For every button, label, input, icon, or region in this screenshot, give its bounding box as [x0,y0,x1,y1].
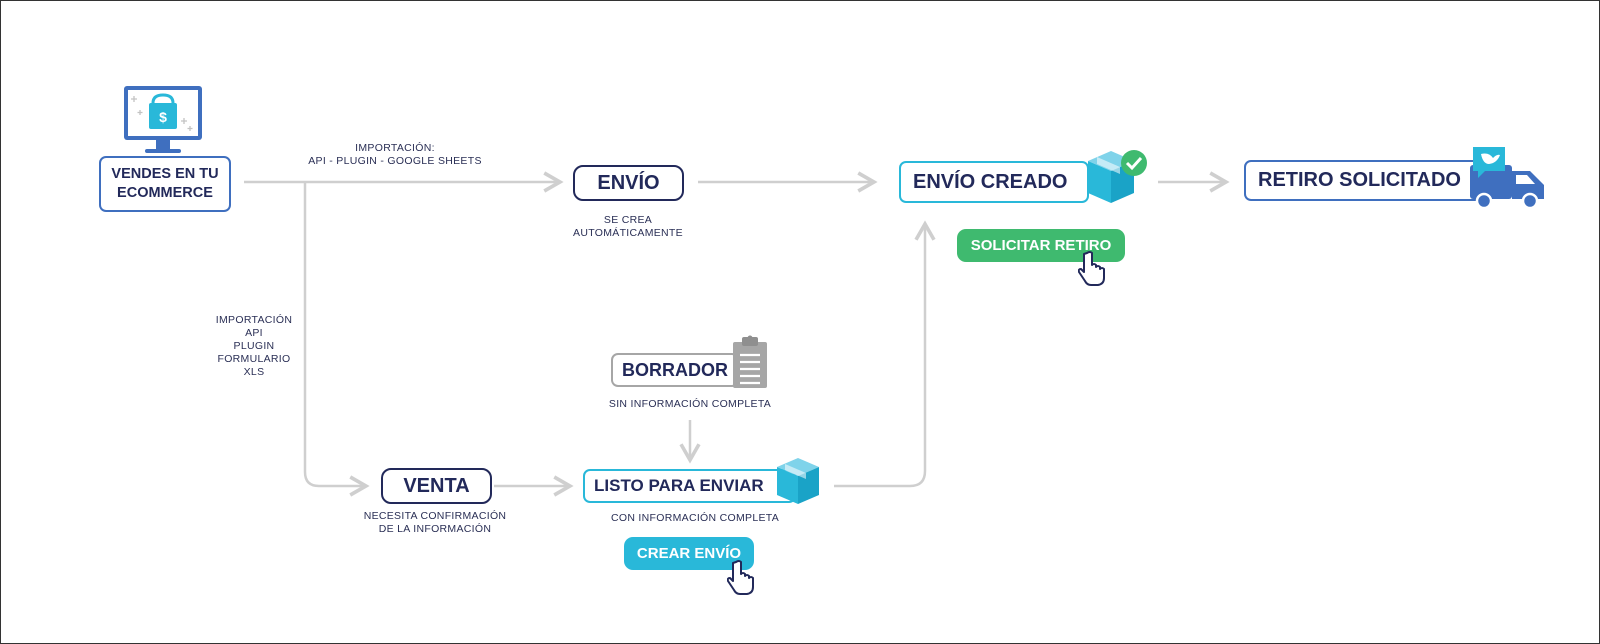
node-retiro-solicitado: RETIRO SOLICITADO [1244,160,1488,201]
arrow-listo-creado [834,220,936,488]
note-se-crea: SE CREA AUTOMÁTICAMENTE [573,214,683,239]
node-venta: VENTA [381,468,492,504]
hand-pointer-icon [1078,251,1105,286]
svg-text:$: $ [159,109,167,125]
note-sin-info: SIN INFORMACIÓN COMPLETA [608,398,772,410]
solicitar-retiro-button[interactable]: SOLICITAR RETIRO [957,229,1125,262]
note-necesita: NECESITA CONFIRMACIÓN DE LA INFORMACIÓN [363,510,507,535]
node-envio: ENVÍO [573,165,684,201]
arrow-ecommerce-venta [303,182,370,497]
box-check-icon [1088,150,1147,203]
node-envio-creado: ENVÍO CREADO [899,161,1089,203]
monitor-shop-icon: $ [124,86,202,153]
note-con-info: CON INFORMACIÓN COMPLETA [610,512,779,524]
hand-pointer-icon [727,560,754,595]
node-listo-para-enviar: LISTO PARA ENVIAR [583,469,796,503]
box-icon [777,458,819,504]
clipboard-icon [733,335,767,388]
node-ecommerce: VENDES EN TU ECOMMERCE [99,156,231,212]
note-import-left: IMPORTACIÓN API PLUGIN FORMULARIO XLS [215,314,293,378]
note-import-top: IMPORTACIÓN: API - PLUGIN - GOOGLE SHEET… [308,142,482,167]
node-borrador: BORRADOR [611,353,739,387]
truck-icon [1470,147,1544,209]
